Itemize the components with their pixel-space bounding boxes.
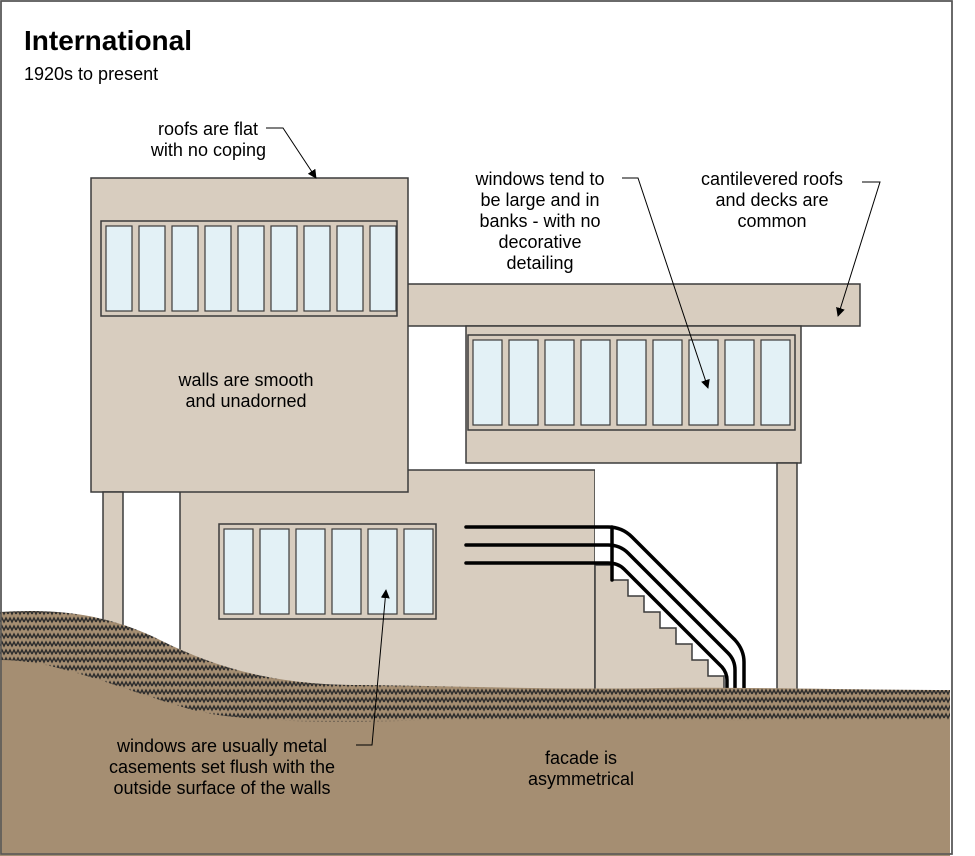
left-column (102, 491, 124, 633)
window-pane (508, 339, 539, 426)
window-pane (472, 339, 503, 426)
note-walls-line2: and unadorned (185, 391, 306, 411)
window-pane (336, 225, 364, 312)
note-roofs-line1: roofs are flat (158, 119, 258, 139)
note-windows-line4: decorative (498, 232, 581, 252)
note-casements-line2: casements set flush with the (109, 757, 335, 777)
note-cantilever-line3: common (737, 211, 806, 231)
note-windows-line2: be large and in (480, 190, 599, 210)
note-windows-line5: detailing (506, 253, 573, 273)
window-bank-upper-left (100, 220, 398, 317)
leader-roofs (266, 127, 317, 179)
right-column (776, 462, 798, 694)
window-pane (369, 225, 397, 312)
window-pane (171, 225, 199, 312)
window-pane (616, 339, 647, 426)
window-pane (295, 528, 326, 615)
note-casements-line3: outside surface of the walls (113, 778, 330, 798)
page-subtitle: 1920s to present (24, 64, 158, 84)
window-pane (105, 225, 133, 312)
window-pane (331, 528, 362, 615)
window-pane (270, 225, 298, 312)
note-walls-line1: walls are smooth (177, 370, 313, 390)
window-pane (760, 339, 791, 426)
window-pane (303, 225, 331, 312)
leader-windows-banks (622, 177, 710, 389)
window-pane (544, 339, 575, 426)
note-casements-line1: windows are usually metal (116, 736, 327, 756)
window-pane (367, 528, 398, 615)
leader-casements (356, 589, 390, 746)
note-windows-line1: windows tend to (474, 169, 604, 189)
ground-fill (0, 660, 950, 856)
window-pane (580, 339, 611, 426)
note-cantilever-line1: cantilevered roofs (701, 169, 843, 189)
window-pane (688, 339, 719, 426)
note-cantilever-line2: and decks are (715, 190, 828, 210)
cantilevered-roof (404, 283, 861, 327)
note-roofs-line2: with no coping (150, 140, 266, 160)
window-bank-upper-right (467, 334, 796, 431)
note-facade-line2: asymmetrical (528, 769, 634, 789)
window-pane (724, 339, 755, 426)
note-windows-line3: banks - with no (479, 211, 600, 231)
page-title: International (24, 25, 192, 56)
window-pane (204, 225, 232, 312)
window-pane (223, 528, 254, 615)
stair-railing (464, 525, 746, 692)
leader-cantilever (836, 181, 881, 317)
window-pane (138, 225, 166, 312)
window-pane (259, 528, 290, 615)
window-pane (652, 339, 683, 426)
note-facade-line1: facade is (545, 748, 617, 768)
window-bank-frame (218, 523, 437, 620)
window-pane (237, 225, 265, 312)
window-pane (403, 528, 434, 615)
frame-border-overlay (0, 0, 953, 855)
window-bank-lower (218, 523, 437, 620)
